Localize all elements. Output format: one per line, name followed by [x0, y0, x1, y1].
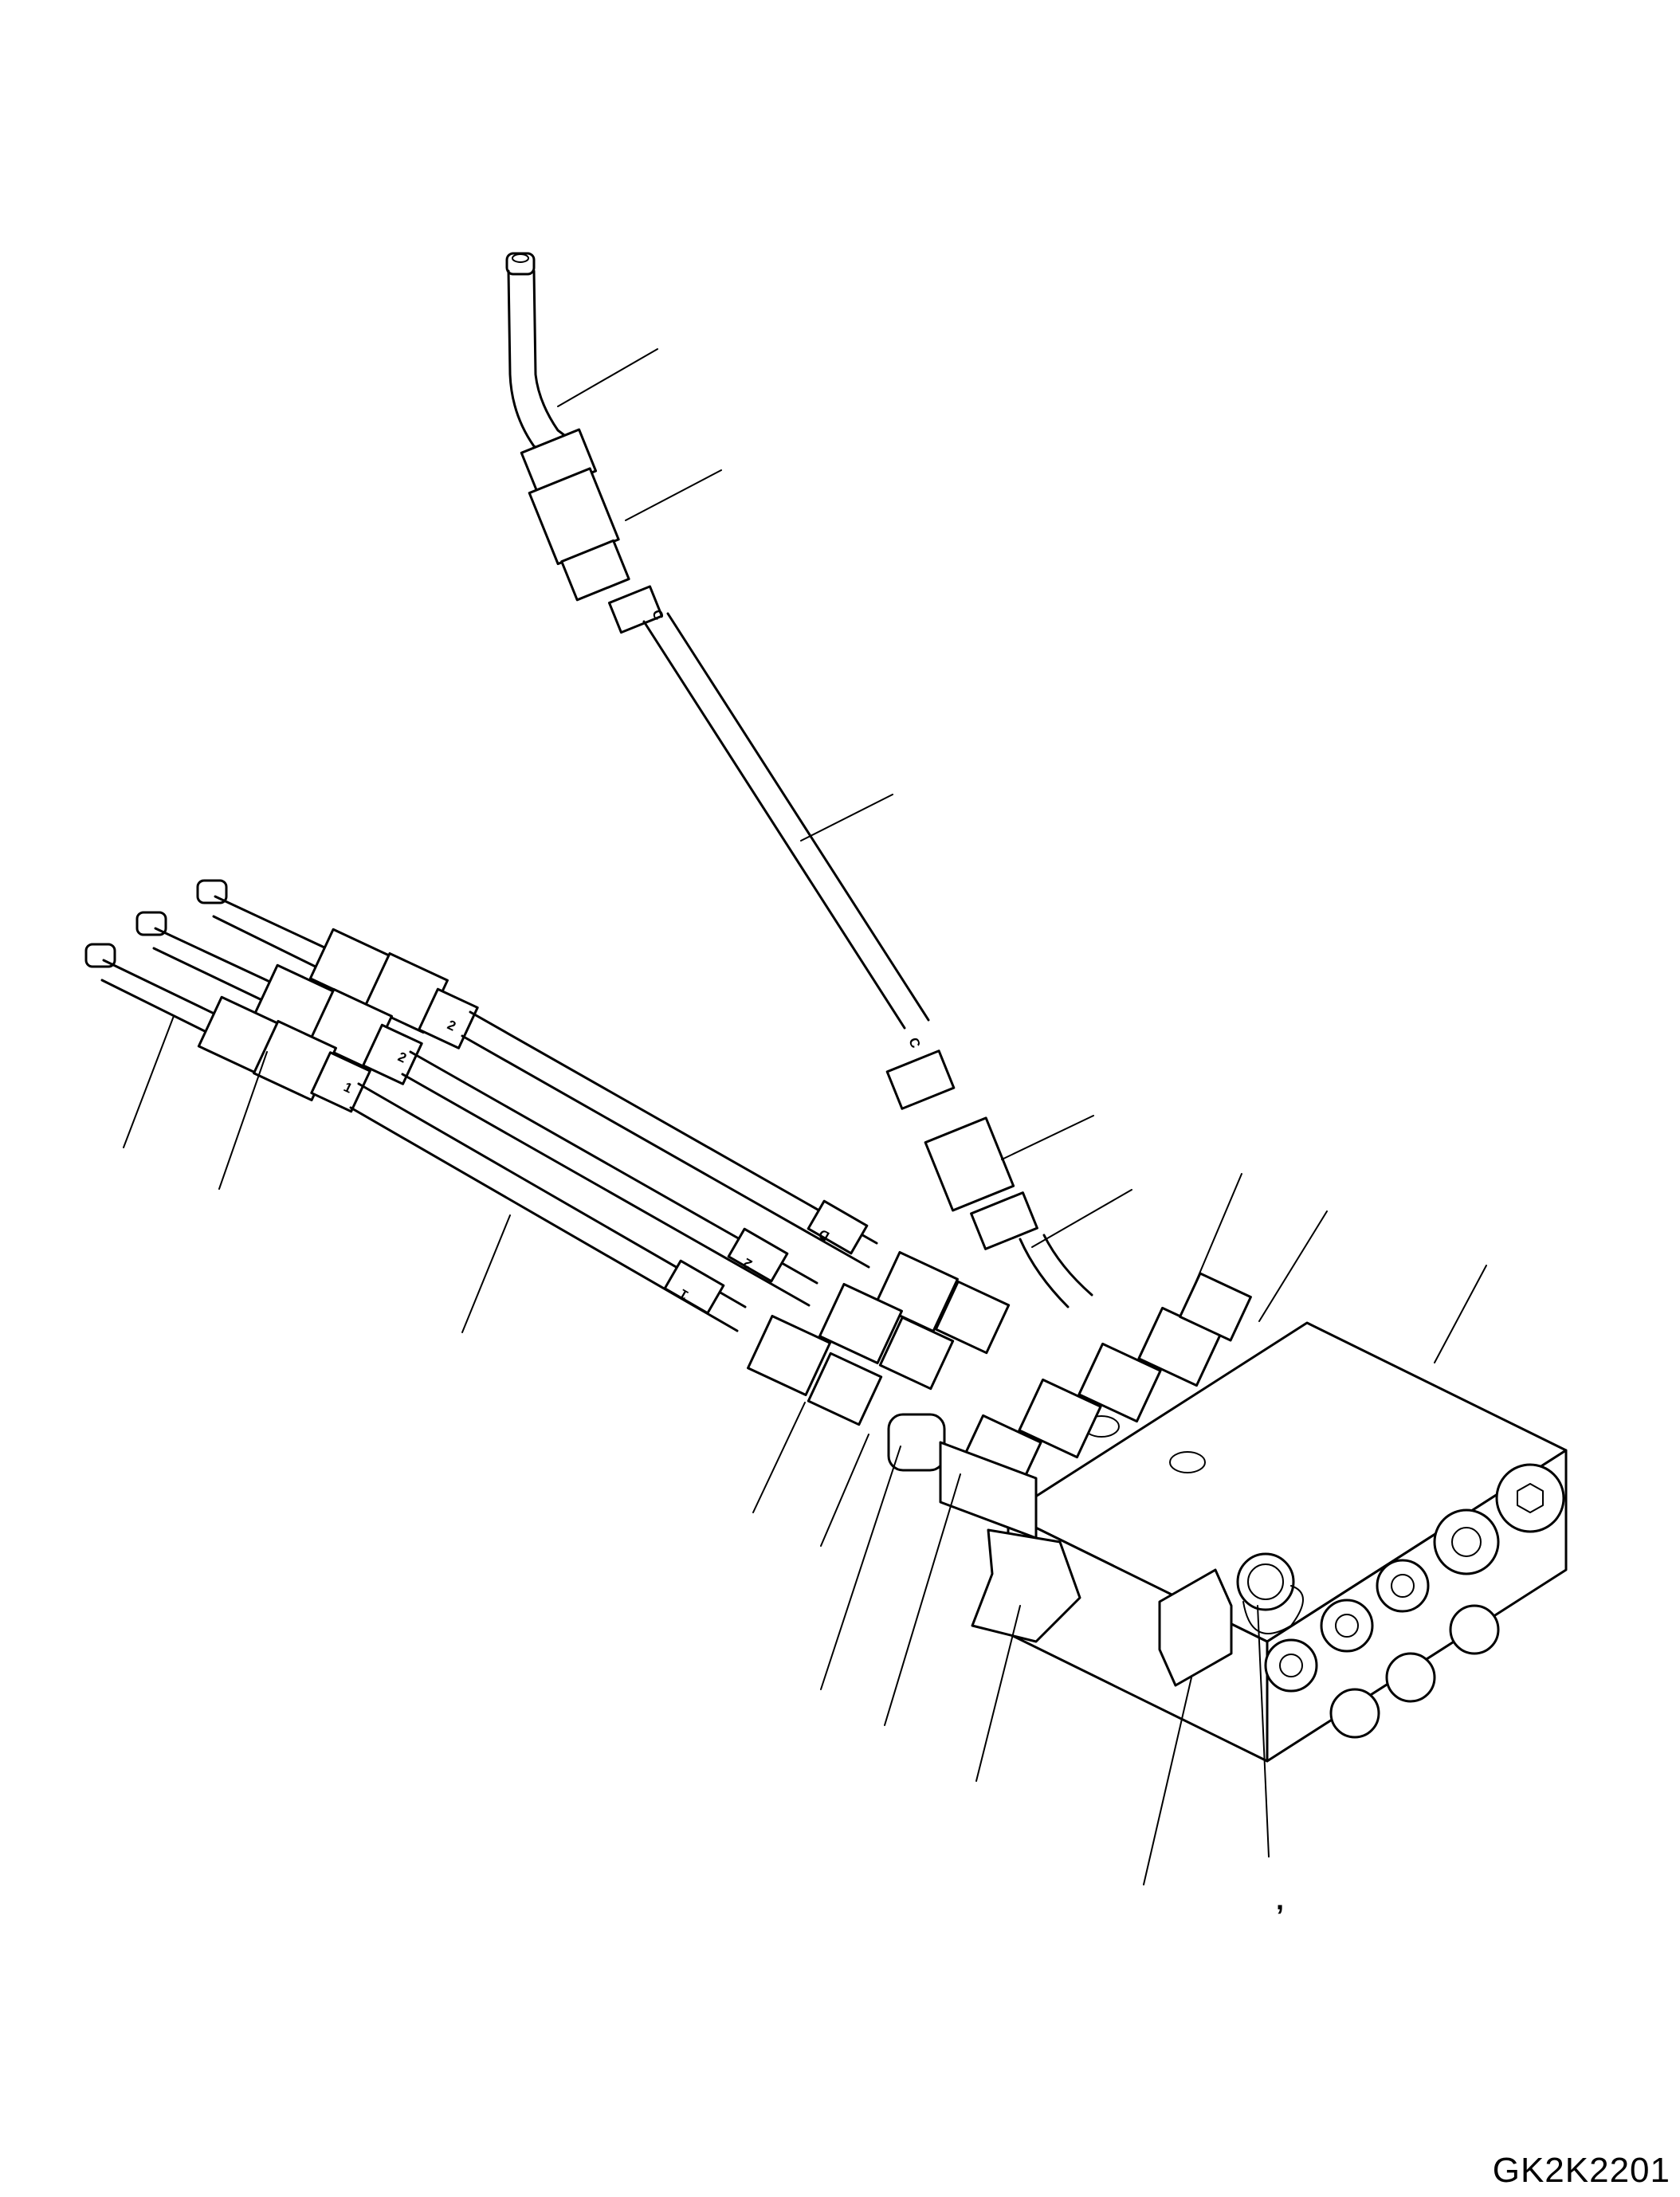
plug-5 — [1495, 1463, 1565, 1533]
bent-pipe-lower-left — [1019, 1238, 1070, 1308]
knurled-knob — [1236, 1552, 1295, 1611]
side-plugs — [1264, 1463, 1565, 1739]
tube-2-bottom — [152, 947, 269, 1004]
pipe-end-cap — [505, 252, 536, 276]
stray-mark: , — [1276, 1883, 1284, 1916]
hose-tag-c-lower: C — [905, 1035, 923, 1050]
hex-socket — [1517, 1483, 1544, 1513]
leader-14 — [820, 1446, 901, 1690]
bent-pipe-lower-right — [1042, 1234, 1093, 1297]
pipe-bore — [512, 253, 529, 263]
hose-c-right-edge — [666, 612, 930, 1022]
nut-fitting-2 — [970, 1191, 1038, 1250]
leader-7 — [1258, 1210, 1328, 1322]
hose-c-left-edge — [642, 620, 906, 1030]
tube-1-top — [214, 895, 336, 954]
tee-inlet — [887, 1413, 946, 1472]
plug-3 — [1376, 1559, 1430, 1613]
plug-8 — [1449, 1604, 1500, 1655]
tube-2-top — [154, 927, 277, 986]
tube-1-bottom — [212, 915, 328, 974]
bracket — [1158, 1568, 1233, 1687]
hose-collar-c — [607, 585, 663, 634]
collar-upper — [418, 987, 479, 1049]
leader-16 — [975, 1605, 1021, 1782]
leader-5 — [1031, 1189, 1132, 1248]
leader-17 — [1143, 1677, 1192, 1885]
port-fitting-2 — [1018, 1378, 1102, 1459]
leader-4 — [1001, 1115, 1094, 1160]
valve-block — [887, 1272, 1568, 1763]
plug-6 — [1329, 1688, 1380, 1739]
hose-2-label-band — [727, 1227, 789, 1283]
leader-1 — [557, 348, 658, 407]
leader-12 — [752, 1402, 806, 1513]
leader-8 — [1434, 1265, 1487, 1363]
hose-bundle: 2 2 1 D 2 1 — [84, 879, 1011, 1426]
clip-ring — [1242, 1585, 1304, 1634]
hose-d-label-band — [807, 1199, 869, 1255]
leader-lines — [123, 348, 1487, 1885]
fitting-1-2 — [807, 1352, 883, 1426]
port-fitting-5 — [1179, 1272, 1252, 1342]
bent-pipe-left-edge — [507, 269, 559, 460]
plug-7 — [1385, 1652, 1436, 1703]
hex-fitting-3 — [924, 1116, 1015, 1212]
leader-18 — [1257, 1605, 1270, 1858]
hex-fitting-2 — [560, 539, 630, 602]
port-fitting-3 — [1077, 1342, 1162, 1423]
hose-2-bottom — [401, 1073, 811, 1307]
leader-3 — [800, 794, 893, 842]
bent-pipe-right-edge — [532, 269, 575, 444]
hose-collar-c-lower — [885, 1049, 956, 1110]
tube-3-bottom — [100, 979, 213, 1036]
upper-pipe-assembly: C C — [505, 252, 1093, 1308]
leader-15 — [884, 1473, 961, 1726]
mount-hole-2 — [1169, 1451, 1206, 1473]
leader-11 — [461, 1214, 511, 1333]
collar-mid — [362, 1023, 423, 1085]
plug-2 — [1320, 1599, 1374, 1653]
leader-13 — [820, 1434, 869, 1547]
collar-low — [310, 1051, 371, 1113]
hose-d-top — [469, 1010, 878, 1245]
fitting-1-1 — [747, 1314, 831, 1397]
leader-9 — [123, 1015, 175, 1148]
leader-6 — [1195, 1173, 1242, 1284]
plug-4 — [1433, 1508, 1500, 1575]
plug-1 — [1264, 1638, 1318, 1693]
hex-plug — [971, 1528, 1081, 1643]
leader-10 — [218, 1051, 268, 1190]
fitting-d-2 — [934, 1280, 1011, 1355]
hose-d-bottom — [461, 1034, 870, 1269]
tube-3-top — [102, 959, 221, 1018]
leader-2 — [625, 469, 722, 521]
hose-1-label-band — [663, 1259, 725, 1315]
fitting-2-1 — [818, 1282, 903, 1365]
drawing-reference-code: GK2K2201 — [1492, 2151, 1670, 2190]
fitting-2-2 — [878, 1316, 955, 1391]
